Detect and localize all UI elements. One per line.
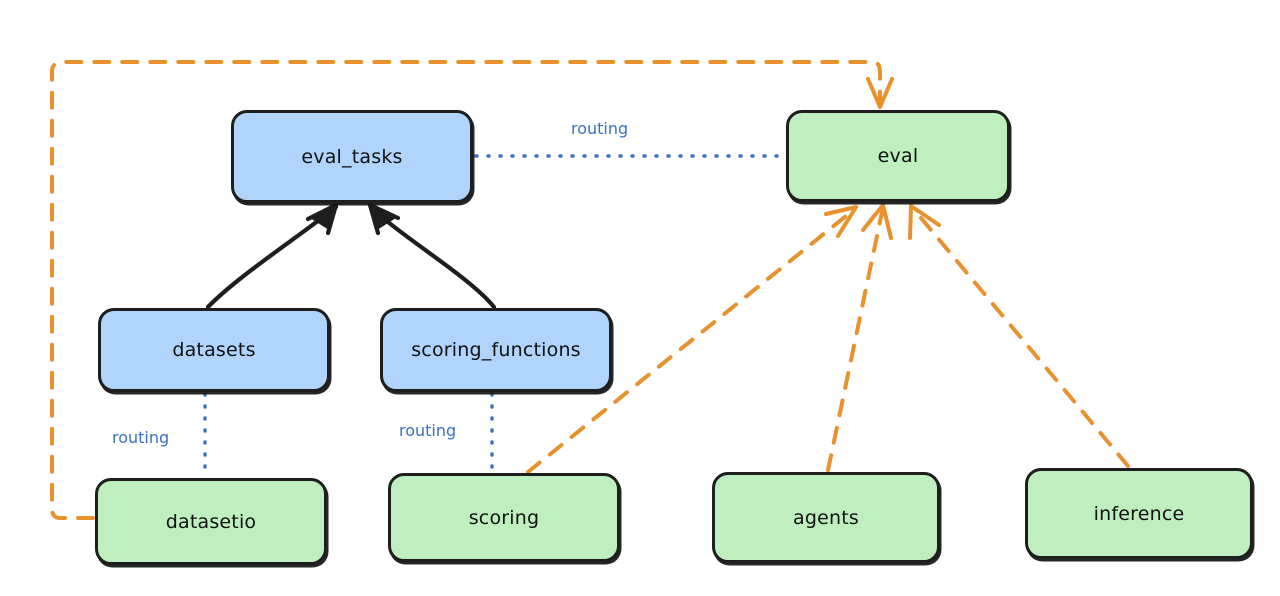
edge-agents-eval <box>826 203 893 472</box>
node-datasets[interactable]: datasets <box>98 308 330 392</box>
edge-label-datasets-datasetio: routing <box>112 428 170 447</box>
node-scoring-functions[interactable]: scoring_functions <box>380 308 612 392</box>
node-label-inference: inference <box>1093 502 1185 525</box>
node-inference[interactable]: inference <box>1025 468 1253 559</box>
node-label-eval: eval <box>877 145 919 167</box>
edge-inference-eval <box>908 204 1130 468</box>
edge-datasets-eval_tasks <box>205 202 339 310</box>
node-eval-tasks[interactable]: eval_tasks <box>231 110 473 203</box>
node-agents[interactable]: agents <box>712 472 940 563</box>
node-scoring[interactable]: scoring <box>388 473 620 562</box>
node-label-eval-tasks: eval_tasks <box>301 145 403 168</box>
node-label-scoring-functions: scoring_functions <box>411 339 581 361</box>
node-label-scoring: scoring <box>468 506 540 529</box>
edge-label-eval-tasks-eval: routing <box>571 119 629 138</box>
node-label-datasets: datasets <box>172 339 256 361</box>
node-label-datasetio: datasetio <box>165 510 257 533</box>
edge-label-scoring-functions-scoring: routing <box>399 421 457 440</box>
node-label-agents: agents <box>793 506 859 529</box>
node-datasetio[interactable]: datasetio <box>95 478 327 565</box>
node-eval[interactable]: eval <box>786 110 1010 202</box>
edge-scoring_functions-eval_tasks <box>367 202 497 310</box>
